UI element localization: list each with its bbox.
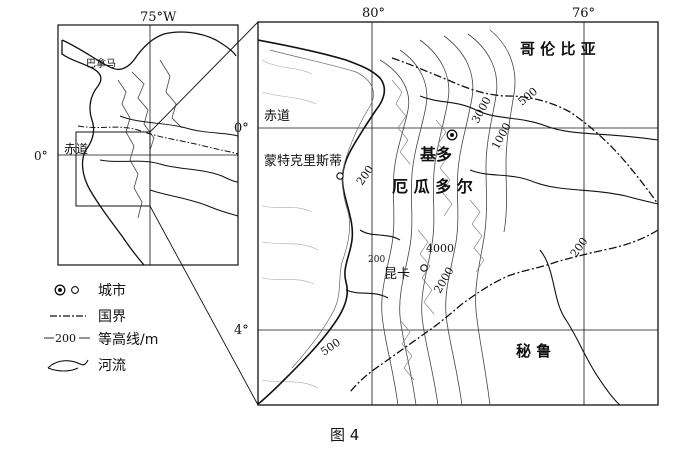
- main-label-equator: 赤道: [264, 109, 290, 124]
- label-peru: 秘 鲁: [516, 342, 551, 360]
- inset-label-panama: 巴拿马: [86, 57, 116, 70]
- inset-latitude-label: 0°: [34, 149, 48, 163]
- legend-capital-icon: [54, 284, 66, 296]
- label-quito: 基多: [419, 145, 452, 164]
- main-latitude-4: 4°: [234, 323, 249, 338]
- inset-coast-north: [61, 31, 237, 71]
- inset-river-1: [99, 159, 239, 183]
- legend: 城市 国界 200 等高线/m 河流: [44, 282, 158, 374]
- inset-coast-west: [61, 40, 145, 266]
- legend-city-icon: [71, 286, 79, 294]
- inset-andes-ridge-3: [159, 59, 183, 129]
- inset-border: [77, 125, 239, 155]
- label-cuenca: 昆卡: [384, 267, 410, 282]
- main-longitude-76: 76°: [572, 6, 595, 21]
- inset-map: 巴拿马 赤道 75°W 0°: [34, 10, 239, 266]
- coastal-contour: [269, 49, 374, 369]
- inset-river-3: [119, 115, 239, 137]
- inset-andes-ridge: [117, 79, 143, 219]
- city-quito: [446, 129, 458, 141]
- main-map: 80° 76° 0° 4° 赤道 哥 伦 比 亚 基多 蒙特克里斯蒂 厄 瓜 多…: [234, 6, 659, 406]
- rivers: [345, 95, 658, 405]
- inset-andes-ridge-2: [131, 71, 155, 151]
- legend-label-city: 城市: [98, 282, 126, 299]
- inset-longitude-label: 75°W: [140, 10, 177, 25]
- figure-caption: 图 4: [330, 426, 359, 444]
- legend-label-river: 河流: [98, 358, 126, 374]
- ocean-texture: [261, 59, 319, 389]
- label-ecuador: 厄 瓜 多 尔: [392, 177, 473, 196]
- legend-capital-dot: [58, 288, 62, 292]
- legend-contour-sample: 200: [55, 332, 76, 345]
- connector-bottom: [149, 205, 259, 406]
- quito-capital-icon: [446, 129, 458, 141]
- legend-river-icon: [47, 359, 89, 369]
- inset-river-2: [149, 189, 239, 217]
- legend-label-border: 国界: [98, 309, 126, 325]
- national-borders: [349, 57, 658, 393]
- coastline: [258, 39, 386, 405]
- inset-locator-box: [75, 131, 151, 207]
- inset-frame: [57, 24, 239, 266]
- main-latitude-0: 0°: [234, 121, 249, 136]
- quito-capital-dot: [450, 133, 454, 137]
- connector-top: [149, 21, 259, 133]
- label-colombia: 哥 伦 比 亚: [520, 40, 596, 58]
- label-manta: 蒙特克里斯蒂: [264, 154, 342, 169]
- andes-contours: [379, 29, 516, 405]
- inset-label-equator: 赤道: [64, 142, 88, 156]
- city-manta-icon: [336, 172, 344, 180]
- main-longitude-80: 80°: [362, 6, 385, 21]
- contour-label-200-coast: 200: [368, 255, 385, 265]
- contour-label-4000: 4000: [426, 242, 454, 255]
- andes-texture: [391, 79, 485, 381]
- legend-label-contour: 等高线/m: [98, 331, 158, 348]
- city-cuenca-icon: [420, 264, 428, 272]
- legend-river-tributary-icon: [47, 367, 79, 372]
